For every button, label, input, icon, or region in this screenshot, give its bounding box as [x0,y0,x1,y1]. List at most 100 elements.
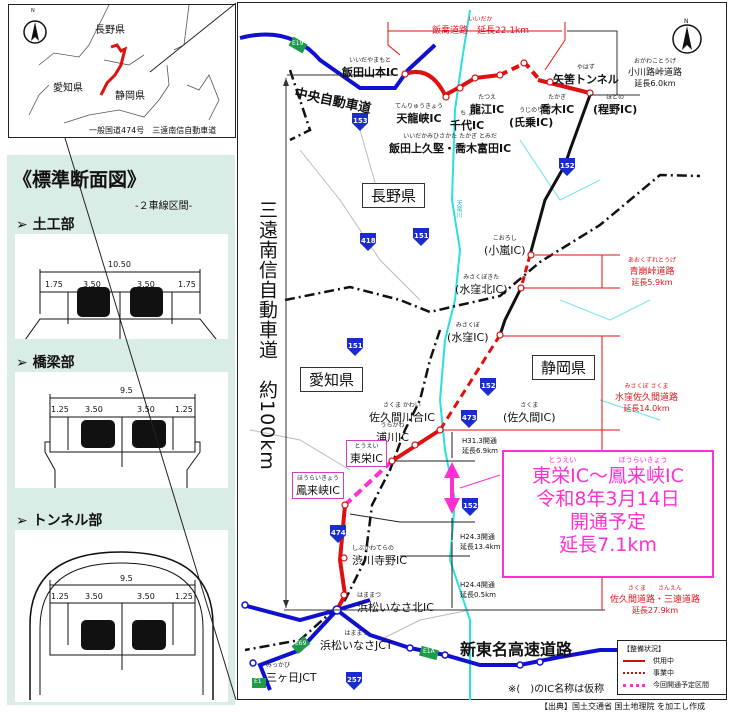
ic-toei: とうえい東栄IC [346,440,387,467]
callout-date: 令和8年3月14日 [536,488,680,510]
dim-shoulder: 1.25 [175,405,193,414]
ic-misakubo-kita: みさくぼきた(水窪北IC) [455,274,508,296]
dim-shoulder: 1.75 [45,280,63,289]
yahazu-tunnel: やはず矢筈トンネル [553,64,619,86]
legend-item-open: 供用中 [623,656,726,666]
section-iidaka-road: いいだか飯喬道路 延長22.1km [432,16,530,36]
total-width: 9.5 [120,386,133,395]
ic-sakuma: さくま(佐久間IC) [503,402,556,424]
route-sign-474: 474 [331,529,346,537]
ic-takagi: たかぎ喬木IC [540,94,575,116]
section-ogawaji-road: おがわことうげ小川路峠道路延長6.0km [628,58,683,88]
section-aokuzure-road: あおくずれとうげ青崩峠道路延長5.9km [628,257,677,287]
inset-map-outline [23,5,220,124]
inset-shizuoka-label: 静岡県 [115,91,145,102]
opened-h24-4: H24.4開通延長0.5km [460,581,497,599]
callout-length: 延長7.1km [559,534,657,556]
ic-tatsue: たつえ龍江IC [470,94,505,116]
ic-tenryukyo: てんりゅうきょう天龍峡IC [395,103,444,125]
ic-ujinori: うじのり(氏乗IC) [509,107,554,129]
expressway-sign-e1a: E1A [423,648,435,655]
route-sign-257: 257 [347,676,362,684]
provisional-name-note: ※( )のIC名称は仮称 [508,684,605,695]
callout-section: 東栄IC～鳳来峡IC [532,465,684,487]
main-road-length-label: 三遠南信自動車道 約100km [256,200,278,471]
north-arrow-icon [23,20,47,44]
dim-lane: 3.50 [85,592,103,601]
car-icon [77,287,110,317]
total-width: 10.50 [108,260,131,269]
inset-aichi-label: 愛知県 [53,83,83,94]
dim-lane: 3.50 [137,280,155,289]
route-sign-153: 153 [353,117,368,125]
shizuoka-prefecture-label: 静岡県 [532,355,596,380]
legend-item-scheduled: 今回開通予定区間 [623,680,726,690]
bridge-diagram: 9.5 1.25 3.50 3.50 1.25 [15,372,228,488]
cross-section-title: 《標準断面図》 [13,169,147,191]
dim-lane: 3.50 [83,280,101,289]
shintomei-label: 新東名高速道路 [460,640,573,659]
legend: 【整備状況】 供用中 事業中 今回開通予定区間 [617,640,727,695]
ic-iida-yamamoto: いいだやまもと飯田山本IC [342,57,399,79]
ic-iida-kamihisakata: いいだかみひさかた たかぎ とみだ飯田上久堅・喬木富田IC [389,133,512,155]
ic-misakubo: みさくぼ(水窪IC) [447,322,489,344]
dim-shoulder: 1.25 [51,592,69,601]
opened-h31: H31.3開通延長6.9km [462,437,499,455]
earthwork-diagram: 10.50 1.75 3.50 3.50 1.75 [15,234,228,339]
ic-houraikyo: ほうらいきょう鳳来峡IC [292,472,344,499]
dim-shoulder: 1.25 [51,405,69,414]
legend-item-under-construction: 事業中 [623,668,726,678]
source-credit: 【出典】国土交通省 国土地理院 を加工し作成 [540,702,706,711]
opened-h24-3: H24.3開通延長13.4km [460,533,501,551]
route-sign-418: 418 [361,237,376,245]
section-sakuma-san-en-road: さくま さんえん佐久間道路・三遠道路延長27.9km [610,585,701,615]
total-width: 9.5 [120,574,133,583]
route-sign-151: 151 [414,232,429,240]
inset-caption: 一般国道474号 三遠南信自動車道 [89,126,217,135]
dim-shoulder: 1.25 [175,592,193,601]
section-misakubo-sakuma-road: みさくぼ さくま水窪佐久間道路延長14.0km [615,383,679,413]
north-arrow-icon [672,24,702,54]
tenryu-river-label: 天竜川 [455,200,462,218]
ic-chiyo: ち よ千代IC [450,110,485,132]
callout-ruby: とうえい ほうらいきょう [548,456,668,464]
car-icon [81,420,115,448]
aichi-prefecture-label: 愛知県 [300,367,364,392]
north-label: N [684,18,689,25]
ic-hamamatsu-inasa-kita: はままつ浜松いなさ北IC [357,592,434,614]
route-sign-152: 152 [481,382,496,390]
legend-title: 【整備状況】 [623,645,665,653]
dim-shoulder: 1.75 [178,280,196,289]
route-sign-icons [330,113,575,690]
jct-hamamatsu-inasa: はままつ浜松いなさJCT [320,630,393,652]
car-icon [81,620,115,650]
car-icon [132,620,166,650]
expressway-sign-e1: E1 [254,678,262,685]
section-title-earthwork: ➢ 土工部 [16,217,75,233]
nagano-prefecture-label: 長野県 [362,183,426,208]
ic-sakuma-kawai: さくま かわい佐久間川合IC [369,402,435,424]
ic-shibukawa-terano: しぶかわてらの渋川寺野IC [352,545,407,567]
inset-north-label: N [31,8,35,14]
inset-map: N 長野県 愛知県 静岡県 一般国道474号 三遠南信自動車道 [8,4,236,138]
inset-nagano-label: 長野県 [95,25,125,36]
expressway-sign-e69: E69 [295,640,307,647]
ic-hodono: ほどの(程野IC) [593,94,638,116]
dim-lane: 3.50 [137,592,155,601]
main-map-frame [237,2,727,700]
dim-lane: 3.50 [85,405,103,414]
route-sign-151: 151 [348,342,363,350]
section-title-tunnel: ➢ トンネル部 [16,513,103,529]
route-sign-473: 473 [462,414,477,422]
dim-lane: 3.50 [137,405,155,414]
opening-callout: とうえい ほうらいきょう 東栄IC～鳳来峡IC 令和8年3月14日 開通予定 延… [502,450,714,578]
route-sign-152: 152 [463,502,478,510]
expressway-sign-e19: E19 [292,40,304,47]
car-icon [130,287,163,317]
callout-status: 開通予定 [569,511,646,533]
jct-mikkabi: みっかび三ヶ日JCT [266,662,317,684]
route-sign-152: 152 [560,162,575,170]
ic-koroshi: こおろし(小嵐IC) [484,235,526,257]
cross-section-subtitle: -２車線区間- [135,201,193,212]
